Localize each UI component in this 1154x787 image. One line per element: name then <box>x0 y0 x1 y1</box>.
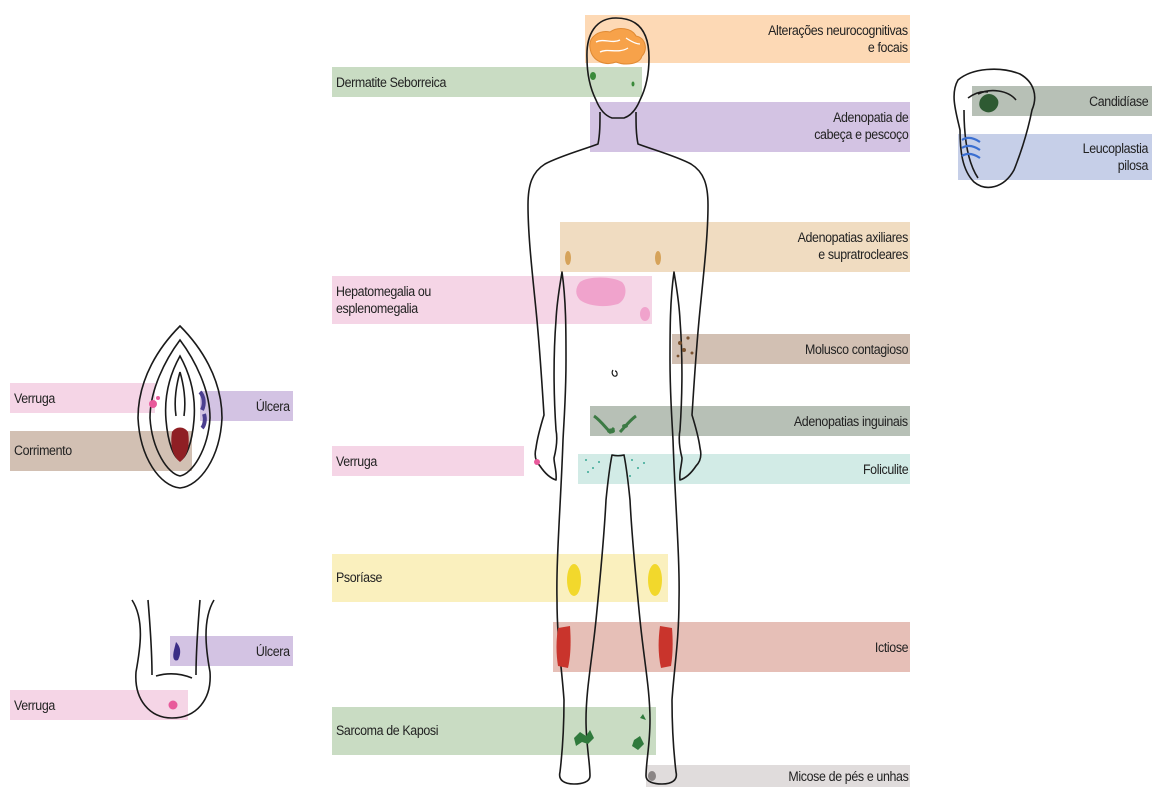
vulva-wart-icon <box>149 400 157 408</box>
psoriasis-knee-right <box>648 564 662 596</box>
label-penis-ulcer-text: Úlcera <box>256 643 290 660</box>
label-neurocognitive-line2: e focais <box>768 39 908 56</box>
label-bands <box>10 15 1152 787</box>
label-psoriasis-text: Psoríase <box>336 569 382 586</box>
axillary-node-right <box>655 251 661 265</box>
label-vulva-wart: Verruga <box>14 390 55 407</box>
axillary-node-left <box>565 251 571 265</box>
label-molluscum: Molusco contagioso <box>805 341 908 358</box>
liver-spleen-icon <box>576 278 625 307</box>
label-kaposi-text: Sarcoma de Kaposi <box>336 722 438 739</box>
label-head-neck: Adenopatia de cabeça e pescoço <box>814 109 908 143</box>
label-neurocognitive: Alterações neurocognitivas e focais <box>768 22 908 56</box>
label-hepato-line2: esplenomegalia <box>336 300 431 317</box>
band-psoriasis <box>332 554 668 602</box>
label-leukoplakia: Leucoplastia pilosa <box>1083 140 1148 174</box>
label-hand-wart-text: Verruga <box>336 453 377 470</box>
label-psoriasis: Psoríase <box>336 569 382 586</box>
penis-wart-icon <box>169 701 178 710</box>
label-inguinal-text: Adenopatias inguinais <box>794 413 908 430</box>
label-penis-ulcer: Úlcera <box>256 643 290 660</box>
label-vulva-discharge: Corrimento <box>14 442 72 459</box>
label-head-neck-line2: cabeça e pescoço <box>814 126 908 143</box>
label-axillary-line2: e supratrocleares <box>798 246 908 263</box>
label-hand-wart: Verruga <box>336 453 377 470</box>
label-penis-wart-text: Verruga <box>14 697 55 714</box>
label-ichthyosis: Ictiose <box>875 639 908 656</box>
label-vulva-discharge-text: Corrimento <box>14 442 72 459</box>
label-head-neck-line1: Adenopatia de <box>814 109 908 126</box>
ichthyosis-shin-left <box>557 626 571 668</box>
band-ichthyosis <box>553 622 910 672</box>
label-molluscum-text: Molusco contagioso <box>805 341 908 358</box>
label-seborrheic-text: Dermatite Seborreica <box>336 74 446 91</box>
seborrheic-spot-right <box>632 82 635 87</box>
hand-wart-icon <box>534 459 540 465</box>
label-hepato-line1: Hepatomegalia ou <box>336 283 431 300</box>
label-leukoplakia-line2: pilosa <box>1083 157 1148 174</box>
label-vulva-ulcer-text: Úlcera <box>256 398 290 415</box>
ichthyosis-shin-right <box>659 626 673 668</box>
label-mycosis: Micose de pés e unhas <box>788 768 908 785</box>
label-candidiasis-text: Candidíase <box>1089 93 1148 110</box>
label-neurocognitive-line1: Alterações neurocognitivas <box>768 22 908 39</box>
label-vulva-wart-text: Verruga <box>14 390 55 407</box>
label-folliculitis: Foliculite <box>863 461 908 478</box>
spleen-icon <box>640 307 650 321</box>
label-inguinal: Adenopatias inguinais <box>794 413 908 430</box>
label-candidiasis: Candidíase <box>1089 93 1148 110</box>
label-vulva-ulcer: Úlcera <box>256 398 290 415</box>
seborrheic-spot-left <box>590 72 596 80</box>
label-ichthyosis-text: Ictiose <box>875 639 908 656</box>
label-leukoplakia-line1: Leucoplastia <box>1083 140 1148 157</box>
label-mycosis-text: Micose de pés e unhas <box>788 768 908 785</box>
label-axillary: Adenopatias axiliares e supratrocleares <box>798 229 908 263</box>
label-axillary-line1: Adenopatias axiliares <box>798 229 908 246</box>
label-folliculitis-text: Foliculite <box>863 461 908 478</box>
label-seborrheic: Dermatite Seborreica <box>336 74 446 91</box>
mycosis-foot-icon <box>648 771 656 781</box>
psoriasis-knee-left <box>567 564 581 596</box>
label-kaposi: Sarcoma de Kaposi <box>336 722 438 739</box>
label-penis-wart: Verruga <box>14 697 55 714</box>
label-hepato: Hepatomegalia ou esplenomegalia <box>336 283 431 317</box>
